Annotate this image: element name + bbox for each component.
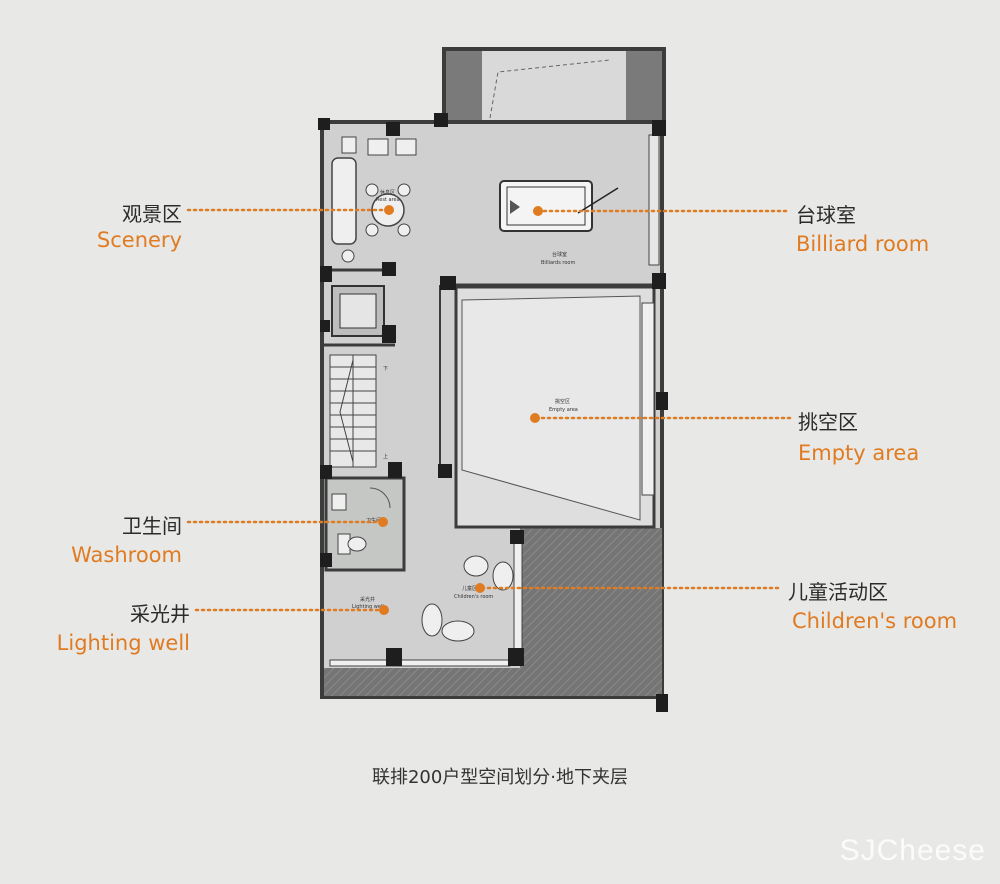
plan-rest-en: Rest area <box>376 197 400 203</box>
dot-empty <box>530 413 540 423</box>
empty-area-wall-strip <box>641 302 655 496</box>
billiard-table <box>499 180 593 232</box>
scenery-side-seat <box>341 136 357 154</box>
washroom-door-swing <box>369 487 391 509</box>
label-empty-en: Empty area <box>798 441 920 465</box>
watermark: SJCheese <box>839 834 986 867</box>
label-scenery-cn: 观景区 <box>122 202 182 226</box>
plan-billiard-en: Billiards room <box>541 260 575 266</box>
patio-hatched <box>520 528 662 695</box>
billiard-table-felt <box>506 186 586 226</box>
staircase <box>329 354 377 468</box>
billiard-cue <box>577 187 619 214</box>
label-empty-cn: 挑空区 <box>798 410 858 434</box>
plan-billiard-cn: 台球室 <box>552 251 567 258</box>
plan-children-en: Children's room <box>454 594 493 600</box>
scenery-chair-2 <box>397 183 411 197</box>
lighting-well-strip <box>329 659 511 667</box>
children-wall-strip <box>513 539 523 651</box>
diagram-caption: 联排200户型空间划分·地下夹层 <box>371 767 629 788</box>
dot-washroom <box>378 517 388 527</box>
washroom-room <box>324 476 406 572</box>
label-washroom-cn: 卫生间 <box>122 514 182 538</box>
plan-children-cn: 儿童区 <box>462 585 477 592</box>
label-washroom-en: Washroom <box>71 543 182 567</box>
plan-empty-en: Empty area <box>549 407 578 413</box>
label-lighting-cn: 采光井 <box>130 602 190 626</box>
label-children-cn: 儿童活动区 <box>788 580 888 604</box>
plan-rest-cn: 休息区 <box>380 189 395 196</box>
plan-empty-cn: 挑空区 <box>555 398 570 405</box>
dot-lighting <box>379 605 389 615</box>
plan-light-cn: 采光井 <box>360 596 375 603</box>
washroom-sink <box>331 493 347 511</box>
leader-lines <box>186 208 794 612</box>
washroom-toilet-bowl <box>347 536 367 552</box>
stair-down-text: 下 <box>383 366 388 372</box>
plan-wash-cn: 卫生间 <box>366 517 381 524</box>
children-furniture <box>421 555 514 642</box>
label-billiard-cn: 台球室 <box>796 203 856 227</box>
scenery-cabinet-2 <box>395 138 417 156</box>
leader-dots <box>378 205 543 615</box>
scenery-cabinet-1 <box>367 138 389 156</box>
scenery-stool <box>341 249 355 263</box>
elevator-inner <box>339 293 377 329</box>
scenery-sofa <box>331 157 357 245</box>
balcony-right-block <box>626 51 662 127</box>
scenery-chair-4 <box>397 223 411 237</box>
plan-light-en: Lighting well <box>352 604 384 610</box>
label-billiard-en: Billiard room <box>796 232 930 256</box>
billiard-rack <box>510 200 520 214</box>
dot-scenery <box>384 205 394 215</box>
stair-up-text: 上 <box>383 453 388 460</box>
label-children-en: Children's room <box>792 609 958 633</box>
billiard-window <box>648 134 660 266</box>
balcony-dashed-line <box>489 59 611 119</box>
dot-children <box>475 583 485 593</box>
scenery-chair-1 <box>365 183 379 197</box>
bottom-strip-hatched <box>324 668 660 696</box>
dot-billiard <box>533 206 543 216</box>
label-lighting-en: Lighting well <box>56 631 190 655</box>
scenery-chair-3 <box>365 223 379 237</box>
balcony-left-block <box>446 51 482 127</box>
empty-area-fold <box>461 295 641 521</box>
structural-columns <box>318 113 668 712</box>
label-scenery-en: Scenery <box>96 228 182 252</box>
